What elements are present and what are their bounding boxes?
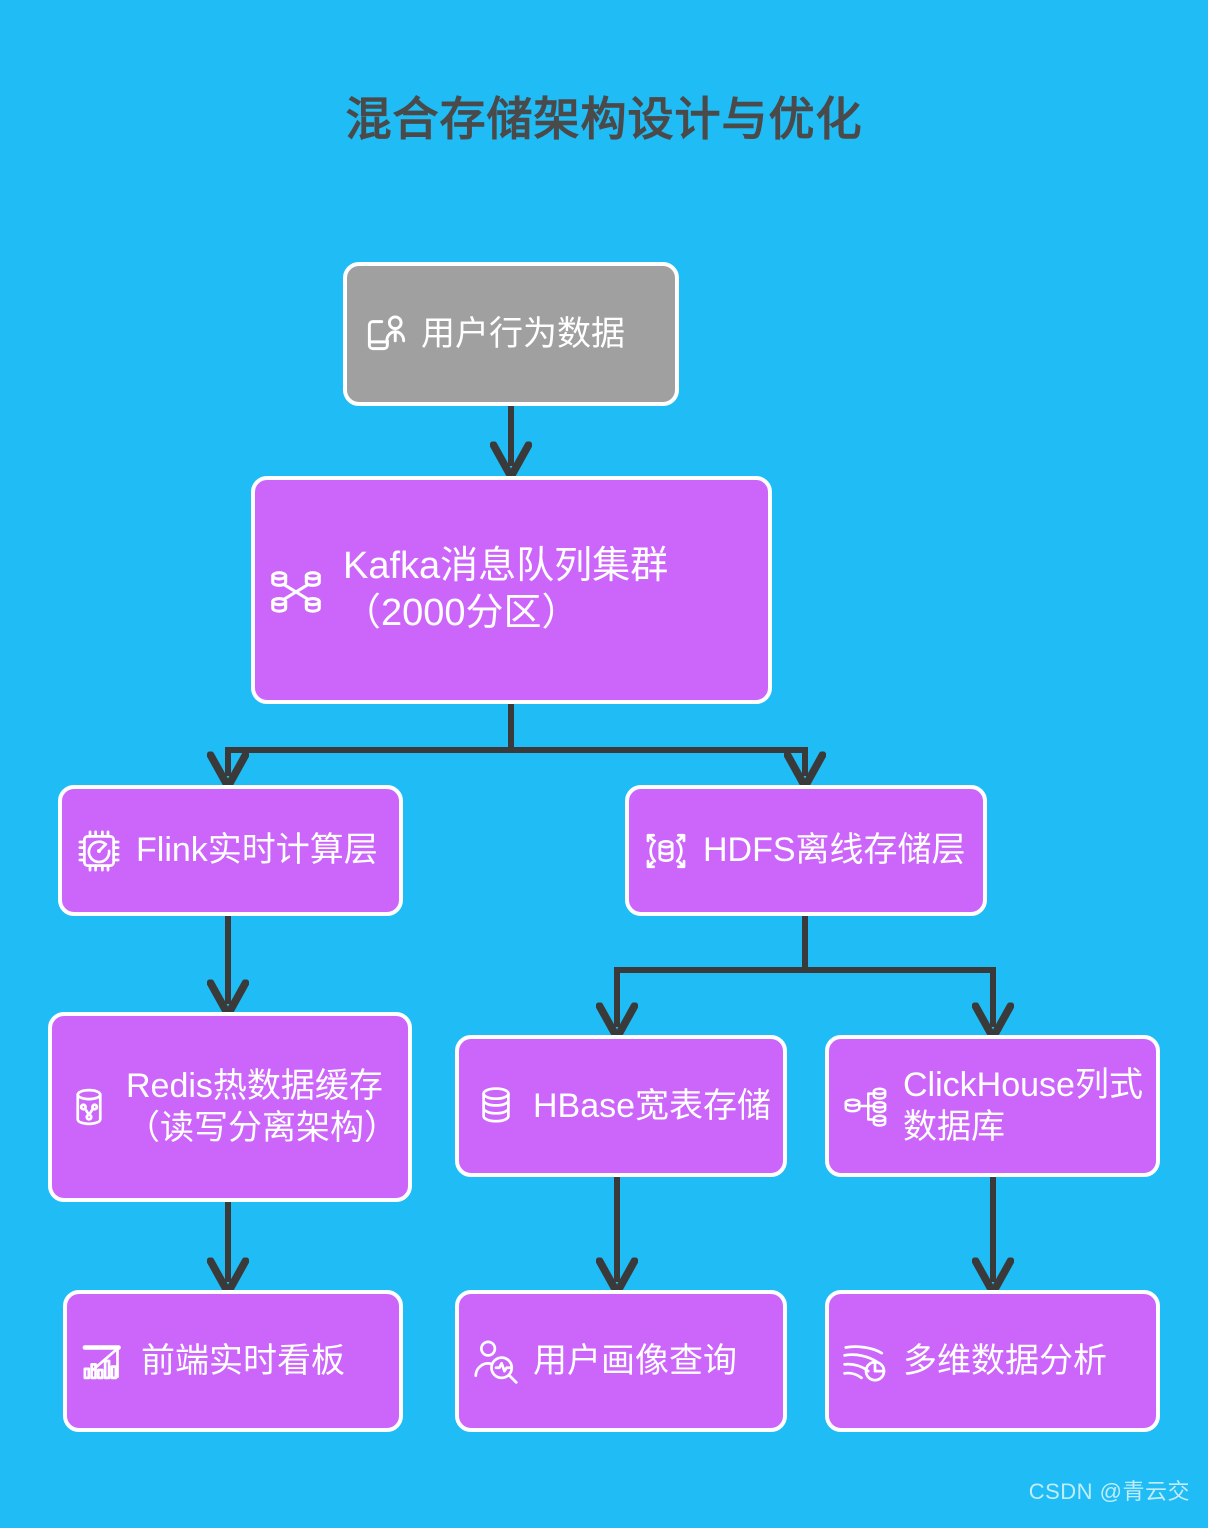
- node-hdfs-layer[interactable]: HDFS离线存储层: [625, 785, 987, 916]
- edge-kafka-hdfs: [511, 747, 805, 776]
- node-kafka-cluster[interactable]: Kafka消息队列集群（2000分区）: [251, 476, 772, 704]
- database-stack-icon: [469, 1079, 523, 1133]
- page-title: 混合存储架构设计与优化: [345, 93, 863, 145]
- node-label: 用户行为数据: [421, 314, 625, 353]
- user-device-icon: [357, 307, 411, 361]
- node-clickhouse-db[interactable]: ClickHouse列式数据库: [825, 1035, 1160, 1177]
- node-label: 前端实时看板: [141, 1341, 345, 1380]
- csdn-watermark: CSDN @青云交: [1028, 1479, 1190, 1504]
- node-label: 用户画像查询: [533, 1341, 737, 1380]
- edge-kafka-flink: [228, 704, 514, 776]
- wave-pie-icon: [839, 1334, 893, 1388]
- distributed-storage-icon: [639, 824, 693, 878]
- node-realtime-dashboard[interactable]: 前端实时看板: [63, 1290, 403, 1432]
- node-label: 多维数据分析: [903, 1341, 1107, 1380]
- user-search-icon: [469, 1334, 523, 1388]
- node-user-profile-query[interactable]: 用户画像查询: [455, 1290, 787, 1432]
- node-user-behavior-data[interactable]: 用户行为数据: [343, 262, 679, 406]
- database-shard-icon: [839, 1079, 893, 1133]
- node-flink-layer[interactable]: Flink实时计算层: [58, 785, 403, 916]
- node-label: Redis热数据缓存（读写分离架构）: [126, 1066, 398, 1148]
- node-label: Flink实时计算层: [136, 831, 378, 870]
- node-label: HDFS离线存储层: [703, 831, 966, 870]
- node-redis-cache[interactable]: Redis热数据缓存（读写分离架构）: [48, 1012, 412, 1202]
- node-label: Kafka消息队列集群（2000分区）: [343, 544, 669, 635]
- edge-hdfs-clickhouse: [805, 967, 993, 1027]
- node-multidim-analysis[interactable]: 多维数据分析: [825, 1290, 1160, 1432]
- edge-hdfs-hbase: [617, 916, 808, 1027]
- node-label: ClickHouse列式数据库: [903, 1065, 1143, 1147]
- cluster-nodes-icon: [265, 559, 327, 621]
- cpu-gauge-icon: [72, 824, 126, 878]
- node-hbase-storage[interactable]: HBase宽表存储: [455, 1035, 787, 1177]
- database-node-icon: [62, 1080, 116, 1134]
- bar-chart-icon: [77, 1334, 131, 1388]
- node-label: HBase宽表存储: [533, 1086, 772, 1125]
